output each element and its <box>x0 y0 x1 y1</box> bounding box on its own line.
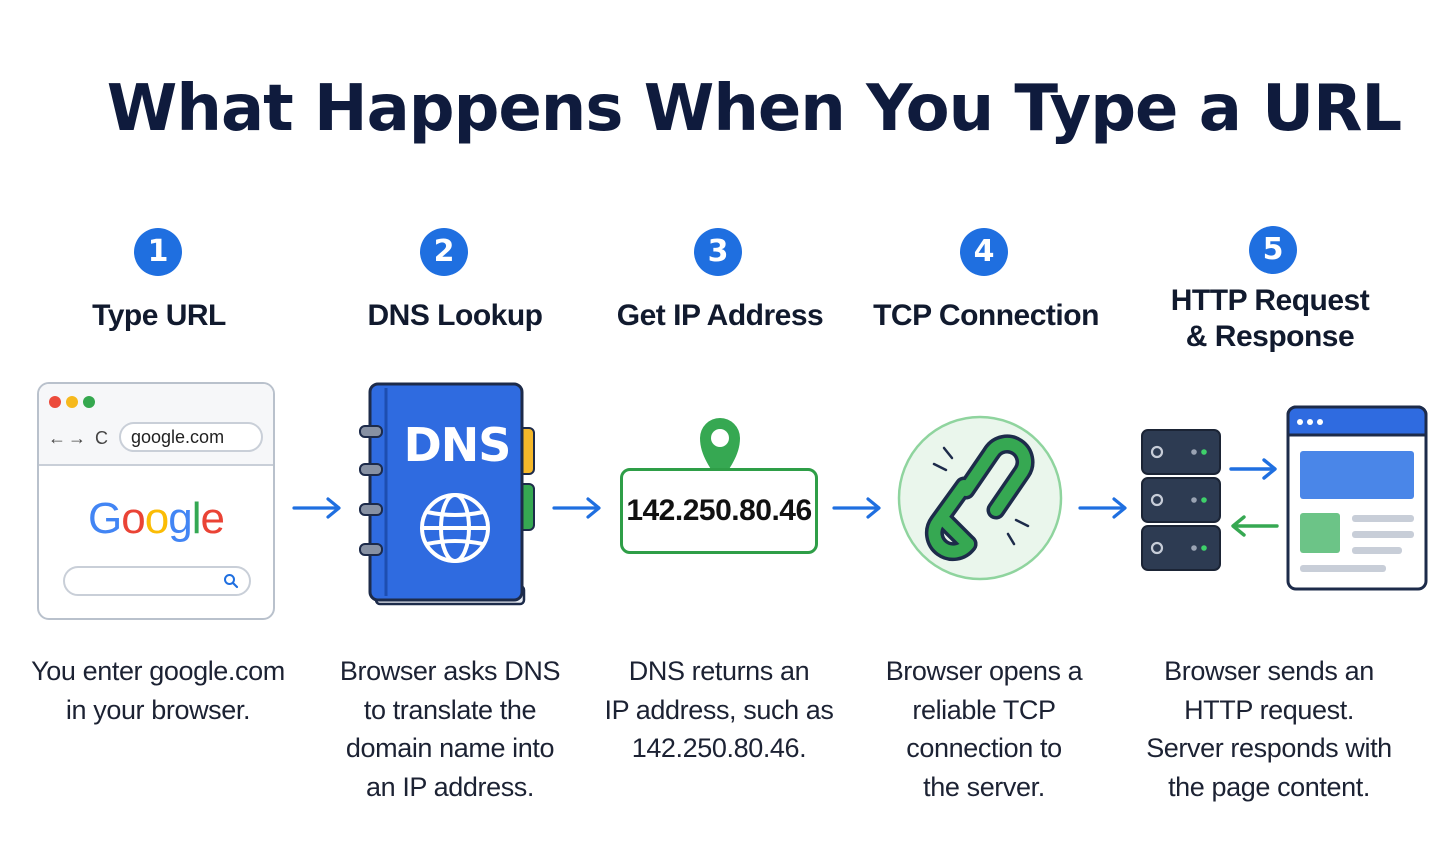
browser-illustration: ←→ C google.com Google <box>37 382 275 620</box>
request-arrow-icon <box>1229 458 1277 480</box>
logo-letter: e <box>200 494 225 543</box>
step-1-description: You enter google.com in your browser. <box>31 656 285 725</box>
dns-book-label: DNS <box>403 418 512 472</box>
step-4-title: TCP Connection <box>873 299 1099 332</box>
back-arrow-icon: ← <box>48 428 68 448</box>
arrow-right-icon <box>292 497 341 519</box>
minimize-dot-icon <box>66 396 78 408</box>
arrow-right-icon <box>552 497 601 519</box>
arrow-right-icon <box>1078 497 1127 519</box>
globe-icon <box>420 493 490 563</box>
step-5-title: HTTP Request & Response <box>1170 284 1370 353</box>
search-box <box>63 566 251 596</box>
search-icon <box>224 574 239 589</box>
response-arrow-icon <box>1231 515 1279 537</box>
step-5-description: Browser sends an HTTP request. Server re… <box>1146 656 1392 802</box>
step-5-number: 5 <box>1249 226 1297 274</box>
book-cover <box>368 382 524 602</box>
maximize-dot-icon <box>83 396 95 408</box>
spark-lines <box>932 446 1030 546</box>
server-icon <box>1141 429 1221 571</box>
step-4-number: 4 <box>960 228 1008 276</box>
logo-letter: g <box>168 494 193 543</box>
step-3-title: Get IP Address <box>616 299 824 332</box>
google-logo: Google <box>39 494 273 544</box>
step-2-number: 2 <box>420 228 468 276</box>
page-title: What Happens When You Type a URL <box>106 72 1402 146</box>
ip-address-box: 142.250.80.46 <box>620 468 818 554</box>
logo-letter: G <box>88 494 122 543</box>
step-1-number: 1 <box>134 228 182 276</box>
connection-circle <box>897 415 1063 581</box>
reload-icon: C <box>95 428 111 448</box>
logo-letter: l <box>191 494 202 543</box>
arrow-right-icon <box>832 497 881 519</box>
step-4-description: Browser opens a reliable TCP connection … <box>885 656 1083 802</box>
browser-toolbar: ←→ C google.com <box>39 384 273 466</box>
dns-book-illustration <box>359 382 535 606</box>
logo-letter: o <box>144 494 170 543</box>
step-1-title: Type URL <box>92 299 226 332</box>
step-3-description: DNS returns an IP address, such as 142.2… <box>604 656 834 763</box>
webpage-icon <box>1286 405 1428 591</box>
step-3-number: 3 <box>694 228 742 276</box>
tcp-connection-illustration <box>897 415 1063 581</box>
book-rings <box>359 425 383 556</box>
logo-letter: o <box>121 494 146 543</box>
step-2-title: DNS Lookup <box>367 299 544 332</box>
step-2-description: Browser asks DNS to translate the domain… <box>339 656 561 802</box>
address-bar: google.com <box>119 422 263 452</box>
browser-nav-icons: ←→ C <box>48 428 110 449</box>
close-dot-icon <box>49 396 61 408</box>
map-pin-icon <box>700 418 740 484</box>
forward-arrow-icon: → <box>68 428 88 448</box>
